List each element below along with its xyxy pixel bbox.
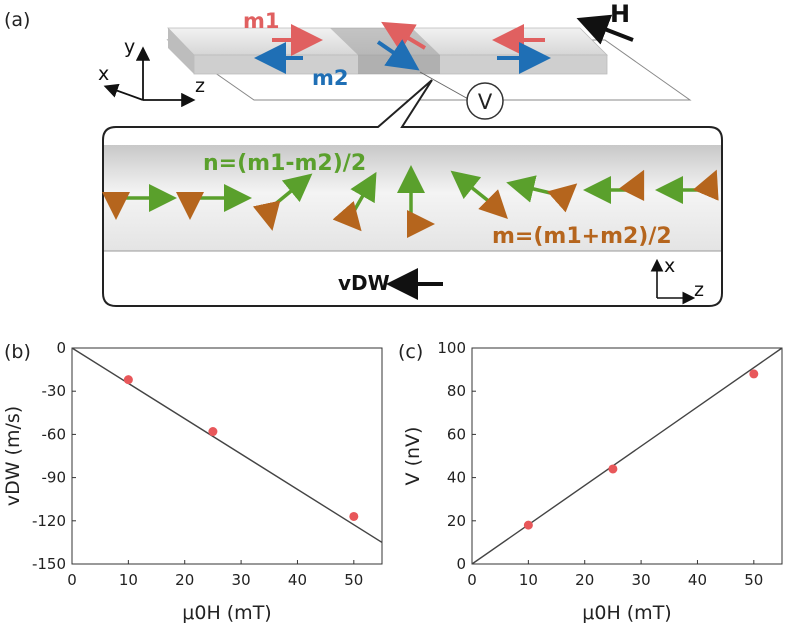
data-point [349, 511, 359, 521]
x-tick-label: 50 [344, 571, 363, 589]
m2-label: m2 [312, 66, 349, 90]
chart-b-frame [71, 347, 383, 565]
h-field-arrow [576, 14, 634, 45]
m-arrow [547, 183, 578, 213]
x-tick-label: 30 [232, 571, 251, 589]
voltmeter-lead [419, 71, 471, 101]
voltmeter-label: V [478, 90, 493, 114]
y-tick-label: 80 [447, 382, 466, 400]
y-tick-label: 0 [56, 339, 66, 357]
y-tick-label: 20 [447, 512, 466, 530]
data-point [523, 520, 533, 530]
chart-c-xlabel: μ0H (mT) [582, 602, 671, 624]
data-point [208, 427, 218, 437]
m-equation: m=(m1+m2)/2 [492, 224, 672, 249]
inset-x-label: x [664, 255, 675, 277]
voltmeter-circle [466, 82, 504, 120]
panel-a: (a) m1 m2 H y x z V [4, 0, 723, 307]
chart-b-ylabel: vDW (m/s) [2, 406, 24, 506]
chart-c: (c) 0 10 20 30 40 50 0 20 40 60 80 100 μ0H (mT) V (… [398, 339, 783, 624]
m-arrow [478, 189, 508, 219]
x-tick-label: 20 [175, 571, 194, 589]
m-arrow [252, 200, 281, 231]
coordinate-axes [103, 46, 196, 108]
data-point [608, 464, 618, 474]
y-tick-label: 0 [456, 555, 466, 573]
x-tick-label: 40 [288, 571, 307, 589]
slab-side [168, 28, 194, 74]
m-arrow [332, 200, 362, 232]
x-tick-label: 20 [575, 571, 594, 589]
y-tick-label: -120 [32, 512, 66, 530]
vdw-label: vDW [338, 271, 390, 295]
chart-c-fit-line [471, 347, 783, 565]
y-tick-label: -30 [42, 382, 67, 400]
inset-axes [650, 258, 696, 305]
data-point [123, 375, 133, 385]
m-arrow [619, 169, 645, 202]
chart-b-xlabel: μ0H (mT) [182, 602, 271, 624]
m-arrow [692, 169, 719, 201]
y-tick-label: -90 [42, 469, 67, 487]
chart-c-points [523, 369, 759, 530]
h-field-label: H [610, 0, 630, 28]
y-tick-label: -60 [42, 425, 67, 443]
x-tick-label: 10 [519, 571, 538, 589]
panel-b-label: (b) [4, 341, 31, 363]
m1-label: m1 [243, 9, 280, 33]
y-tick-label: -150 [32, 555, 66, 573]
panel-a-label: (a) [4, 9, 30, 31]
x-tick-label: 40 [688, 571, 707, 589]
inset-z-label: z [694, 279, 704, 301]
axis-y-label: y [124, 36, 135, 58]
chart-b: (b) 0 10 20 30 40 50 0 -30 -60 -90 -120 -150 μ0H (m… [2, 339, 383, 624]
y-tick-label: 40 [447, 469, 466, 487]
chart-b-fit-line [71, 347, 383, 543]
y-tick-label: 60 [447, 425, 466, 443]
axis-x-label: x [98, 63, 109, 85]
chart-b-points [123, 375, 359, 521]
y-tick-label: 100 [437, 339, 466, 357]
chart-b-ticks: 0 10 20 30 40 50 0 -30 -60 -90 -120 -150 [32, 339, 363, 589]
x-tick-label: 0 [467, 571, 477, 589]
axis-z-label: z [195, 75, 205, 97]
x-tick-label: 50 [744, 571, 763, 589]
panel-c-label: (c) [398, 341, 423, 363]
m2-arrow-wall [376, 39, 420, 71]
x-tick-label: 30 [632, 571, 651, 589]
m-vectors [102, 169, 719, 238]
x-tick-label: 10 [119, 571, 138, 589]
data-point [749, 369, 759, 379]
x-tick-label: 0 [67, 571, 77, 589]
chart-c-ylabel: V (nV) [402, 427, 424, 486]
n-equation: n=(m1-m2)/2 [203, 151, 366, 176]
chart-c-ticks: 0 10 20 30 40 50 0 20 40 60 80 100 [437, 339, 763, 589]
